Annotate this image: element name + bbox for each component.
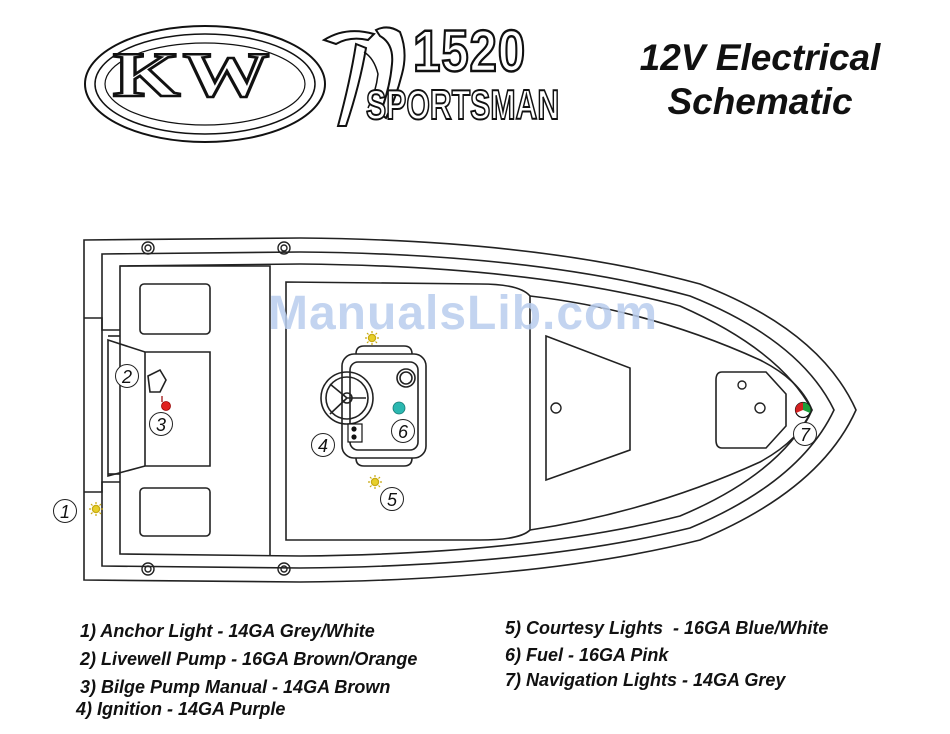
callout-7: 7 — [793, 422, 817, 446]
fuel-indicator-icon — [393, 402, 405, 414]
callout-5: 5 — [380, 487, 404, 511]
legend-label: Fuel - 16GA Pink — [526, 645, 668, 665]
legend-item-6: 6) Fuel - 16GA Pink — [505, 644, 668, 666]
callout-6: 6 — [391, 419, 415, 443]
anchor-light-icon — [89, 502, 103, 516]
callout-3: 3 — [149, 412, 173, 436]
callout-4: 4 — [311, 433, 335, 457]
courtesy-light-icon-bottom — [368, 475, 382, 489]
legend-item-3: 3) Bilge Pump Manual - 14GA Brown — [80, 676, 390, 698]
legend-item-1: 1) Anchor Light - 14GA Grey/White — [80, 620, 375, 642]
legend-label: Anchor Light - 14GA Grey/White — [100, 621, 374, 641]
watermark: ManualsLib.com — [268, 286, 658, 342]
callout-2: 2 — [115, 364, 139, 388]
legend-label: Ignition - 14GA Purple — [97, 699, 285, 719]
legend-num: 1) — [80, 621, 96, 641]
legend-item-5: 5) Courtesy Lights - 16GA Blue/White — [505, 617, 828, 639]
legend-num: 6) — [505, 645, 521, 665]
legend-num: 2) — [80, 649, 96, 669]
callout-1: 1 — [53, 499, 77, 523]
bilge-pump-indicator-icon — [162, 402, 171, 411]
navigation-light-icon — [795, 402, 810, 417]
legend-item-2: 2) Livewell Pump - 16GA Brown/Orange — [80, 648, 417, 670]
legend-label: Bilge Pump Manual - 14GA Brown — [101, 677, 390, 697]
legend-label: Navigation Lights - 14GA Grey — [526, 670, 785, 690]
legend-item-4: 4) Ignition - 14GA Purple — [76, 698, 285, 720]
legend-label: Courtesy Lights - 16GA Blue/White — [526, 618, 828, 638]
legend-num: 7) — [505, 670, 521, 690]
legend-label: Livewell Pump - 16GA Brown/Orange — [101, 649, 417, 669]
legend-item-7: 7) Navigation Lights - 14GA Grey — [505, 669, 785, 691]
legend-num: 3) — [80, 677, 96, 697]
legend-num: 4) — [76, 699, 92, 719]
legend-num: 5) — [505, 618, 521, 638]
